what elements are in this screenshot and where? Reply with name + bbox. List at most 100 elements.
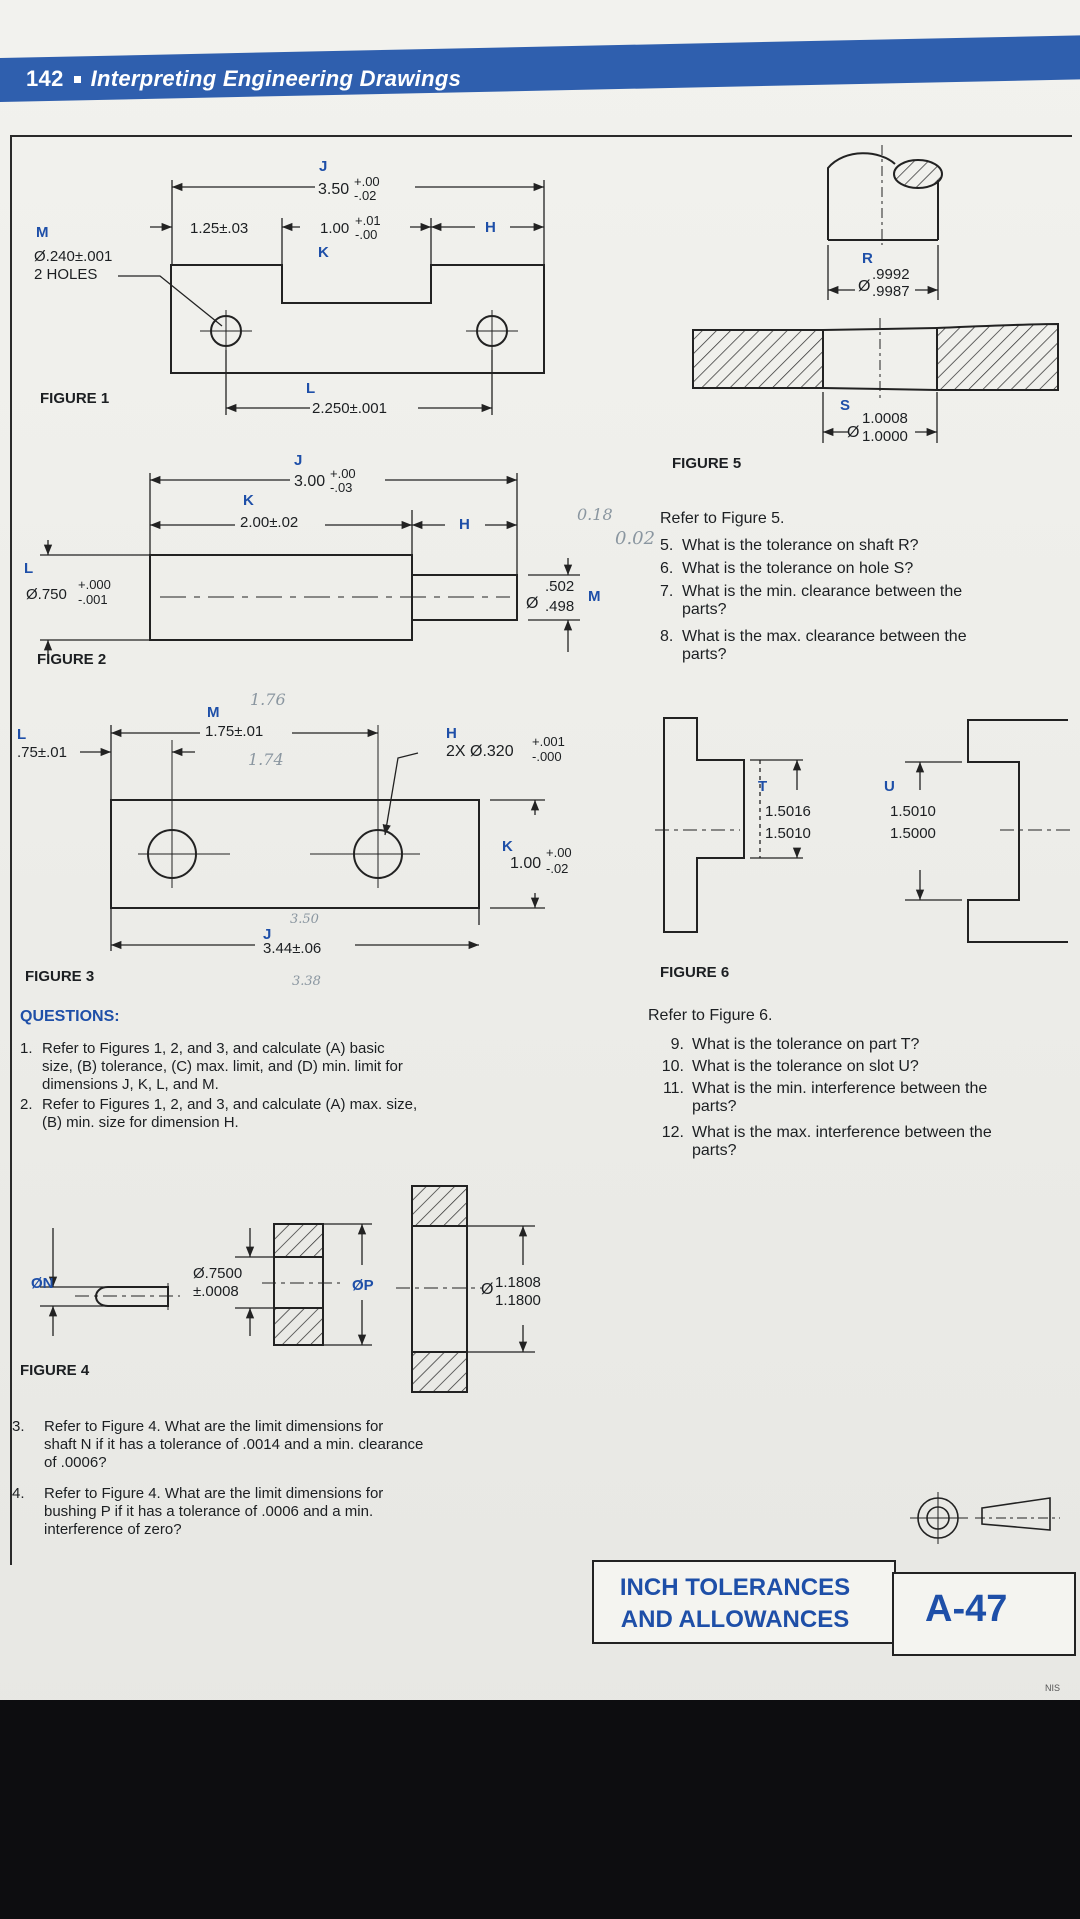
fig1-J-value: 3.50 — [318, 181, 350, 198]
fig2-L-letter: L — [24, 560, 34, 577]
fig2-H-letter: H — [459, 516, 470, 533]
fig2-M-letter: M — [588, 588, 601, 605]
fig2-J-value: 3.00 — [294, 473, 326, 490]
question-number: 11. — [662, 1080, 684, 1097]
fig1-H-letter: H — [485, 219, 496, 236]
figure4-label: FIGURE 4 — [20, 1362, 90, 1379]
fig6-question-11: 11.What is the min. interference between… — [648, 1080, 1068, 1116]
question-text: What is the tolerance on hole S? — [682, 560, 914, 577]
projection-symbol-icon — [910, 1492, 1060, 1544]
fig5-R-letter: R — [862, 250, 873, 267]
footer-title-box — [592, 1560, 896, 1644]
bullet-icon — [73, 76, 81, 83]
fig2-J-tol-lower: -.03 — [330, 480, 353, 495]
handwritten-note: 3.50 — [290, 912, 319, 927]
figure1-label: FIGURE 1 — [40, 390, 110, 407]
question-text: What is the max. clearance between the — [682, 628, 967, 645]
figure5-parts — [692, 145, 1059, 400]
question-text: What is the tolerance on part T? — [692, 1036, 920, 1053]
question-text-cont: dimensions J, K, L, and M. — [42, 1076, 219, 1093]
figure6-parts — [655, 717, 1075, 943]
frame-left-rule — [10, 135, 12, 1565]
fig2-J-tol-upper: +.00 — [330, 466, 356, 481]
figure5-dims — [822, 245, 939, 443]
footer-title-line1: INCH TOLERANCES — [619, 1574, 851, 1601]
fig3-K-tol-lower: -.02 — [546, 861, 569, 876]
fig1-K-tol-upper: +.01 — [355, 213, 381, 228]
fig5-R-lower: .9987 — [872, 283, 910, 300]
question-number: 3. — [12, 1418, 25, 1435]
question-number: 10. — [661, 1058, 684, 1075]
fig6-question-10: 10.What is the tolerance on slot U? — [648, 1058, 1068, 1076]
fig1-L-value: 2.250±.001 — [312, 400, 387, 417]
footer-code-box — [892, 1572, 1076, 1656]
fig5-question-7: 7.What is the min. clearance between the… — [660, 583, 1070, 619]
question-text: Refer to Figures 1, 2, and 3, and calcul… — [42, 1096, 418, 1113]
fig1-J-letter: J — [319, 158, 328, 175]
figure3-part — [110, 725, 480, 909]
figure3-label: FIGURE 3 — [25, 968, 95, 985]
fig6-U-lower: 1.5000 — [890, 825, 936, 842]
fig2-L-tol-lower: -.001 — [78, 592, 108, 607]
question-text-cont: of .0006? — [44, 1454, 107, 1471]
fig6-question-9: 9.What is the tolerance on part T? — [648, 1036, 1068, 1054]
fig4-hole-upper: 1.1808 — [495, 1274, 541, 1291]
fig1-M-value: Ø.240±.001 — [34, 248, 113, 265]
fig4-N-label: ØN — [31, 1275, 54, 1292]
handwritten-note: 0.18 — [577, 505, 613, 524]
question-text: What is the tolerance on shaft R? — [682, 537, 919, 554]
fig5-question-6: 6. What is the tolerance on hole S? — [660, 560, 1070, 578]
question-text-cont: shaft N if it has a tolerance of .0014 a… — [44, 1436, 424, 1453]
fig1-J-tol-lower: -.02 — [354, 188, 377, 203]
fig3-M-value: 1.75±.01 — [205, 723, 264, 740]
question-4: 4. Refer to Figure 4. What are the limit … — [12, 1485, 592, 1539]
background-dark-area — [0, 1700, 1080, 1919]
question-1: 1. Refer to Figures 1, 2, and 3, and calc… — [20, 1040, 600, 1094]
fig5-question-5: 5.What is the tolerance on shaft R? — [660, 537, 1070, 555]
fig2-J-letter: J — [294, 452, 303, 469]
question-number: 1. — [20, 1040, 33, 1057]
fig5-R-upper: .9992 — [872, 266, 910, 283]
figure2-part — [149, 554, 518, 641]
question-text-cont: interference of zero? — [44, 1521, 182, 1538]
question-2: 2. Refer to Figures 1, 2, and 3, and calc… — [20, 1096, 600, 1132]
fig5-R-sym: Ø — [858, 278, 871, 295]
fig5-S-upper: 1.0008 — [862, 410, 908, 427]
question-number: 2. — [20, 1096, 33, 1113]
page-code: A-47 — [925, 1588, 1008, 1630]
question-text: Refer to Figure 4. What are the limit di… — [44, 1485, 384, 1502]
fig3-K-value: 1.00 — [510, 855, 542, 872]
fig1-J-tol-upper: +.00 — [354, 174, 380, 189]
fig6-intro: Refer to Figure 6. — [648, 1007, 773, 1024]
fig5-S-sym: Ø — [847, 424, 860, 441]
fig2-M-upper: .502 — [545, 578, 575, 595]
fig2-L-tol-upper: +.000 — [78, 577, 111, 592]
fig2-K-value: 2.00±.02 — [240, 514, 299, 531]
fig4-shaft-tol: ±.0008 — [193, 1283, 239, 1300]
fig2-L-value: Ø.750 — [26, 586, 67, 603]
fig5-S-lower: 1.0000 — [862, 428, 908, 445]
question-3: 3.Refer to Figure 4. What are the limit … — [12, 1418, 592, 1472]
handwritten-note: 3.38 — [292, 974, 321, 989]
fig6-T-letter: T — [758, 778, 768, 795]
fig6-U-upper: 1.5010 — [890, 803, 936, 820]
question-text-cont: parts? — [692, 1142, 737, 1159]
question-number: 6. — [660, 560, 674, 577]
question-number: 12. — [661, 1124, 684, 1141]
questions-heading: QUESTIONS: — [20, 1008, 120, 1025]
figure2-dims — [40, 473, 580, 655]
fig3-L-value: .75±.01 — [17, 744, 67, 761]
question-text-cont: parts? — [682, 601, 727, 618]
fig6-T-upper: 1.5016 — [765, 803, 811, 820]
fig1-K-tol-lower: -.00 — [355, 227, 378, 242]
fig1-M-letter: M — [36, 224, 49, 241]
question-text-cont: parts? — [682, 646, 727, 663]
fig4-hole-sym: Ø — [481, 1281, 494, 1298]
figure1-dims — [118, 180, 545, 415]
fig3-K-tol-upper: +.00 — [546, 845, 572, 860]
question-text: Refer to Figures 1, 2, and 3, and calcul… — [42, 1040, 385, 1057]
question-number: 4. — [12, 1485, 25, 1502]
fig5-question-8: 8.What is the max. clearance between the… — [660, 628, 1070, 664]
